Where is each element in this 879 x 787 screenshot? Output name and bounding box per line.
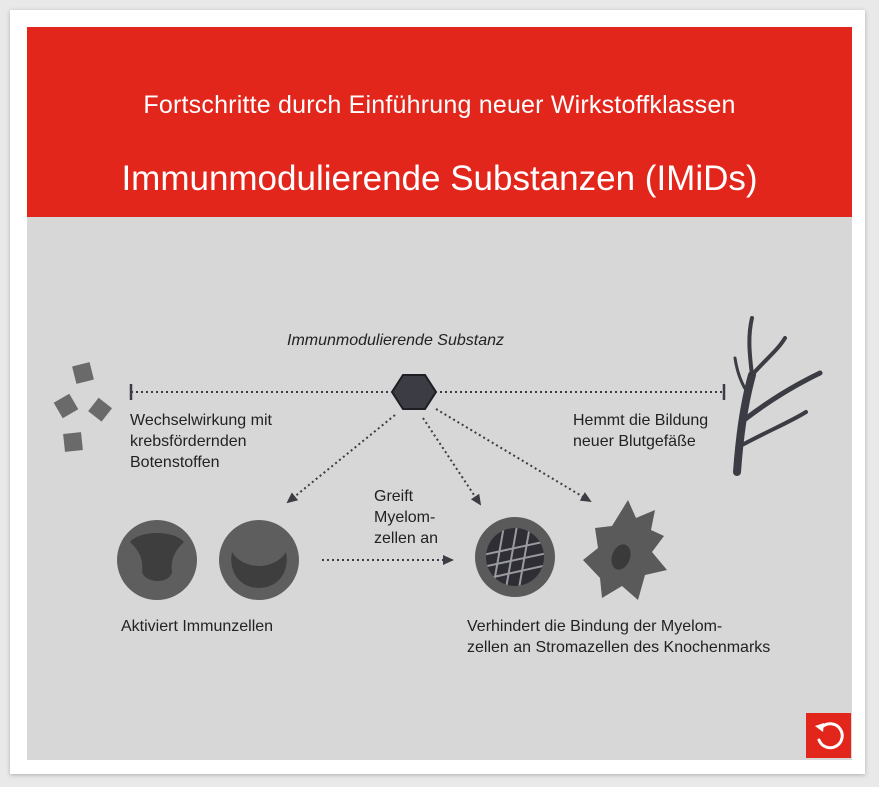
immune-cell-icon xyxy=(219,520,299,600)
header-title: Immunmodulierende Substanzen (IMiDs) xyxy=(121,159,758,198)
arrow-to-myeloma-cell xyxy=(422,417,482,506)
substance-label: Immunmodulierende Substanz xyxy=(287,332,505,349)
stroma-binding-label: Verhindert die Bindung der Myelom- zelle… xyxy=(467,618,771,656)
header-subtitle: Fortschritte durch Einführung neuer Wirk… xyxy=(143,91,736,119)
myeloma-cell-icon xyxy=(475,517,555,597)
reset-icon xyxy=(815,722,844,750)
header-banner: Fortschritte durch Einführung neuer Wirk… xyxy=(27,27,852,217)
hexagon-icon xyxy=(390,374,438,410)
stroma-cell-icon xyxy=(583,500,667,600)
inhibition-line-right xyxy=(440,384,726,400)
inhibition-line-left xyxy=(129,384,388,400)
squares-icon xyxy=(53,362,113,452)
reset-button[interactable] xyxy=(806,713,851,758)
diagram-panel xyxy=(27,217,852,760)
angiogenesis-label: Hemmt die Bildung neuer Blutgefäße xyxy=(573,412,709,450)
arrow-to-stroma-cell xyxy=(435,408,592,503)
immune-activation-label: Aktiviert Immunzellen xyxy=(121,618,274,635)
immune-cell-icon xyxy=(117,520,197,600)
cytokine-interaction-label: Wechselwirkung mit krebsfördernden Boten… xyxy=(130,412,272,471)
attack-myeloma-label: Greift Myelom- zellen an xyxy=(374,488,439,547)
blood-vessel-icon xyxy=(733,316,823,476)
